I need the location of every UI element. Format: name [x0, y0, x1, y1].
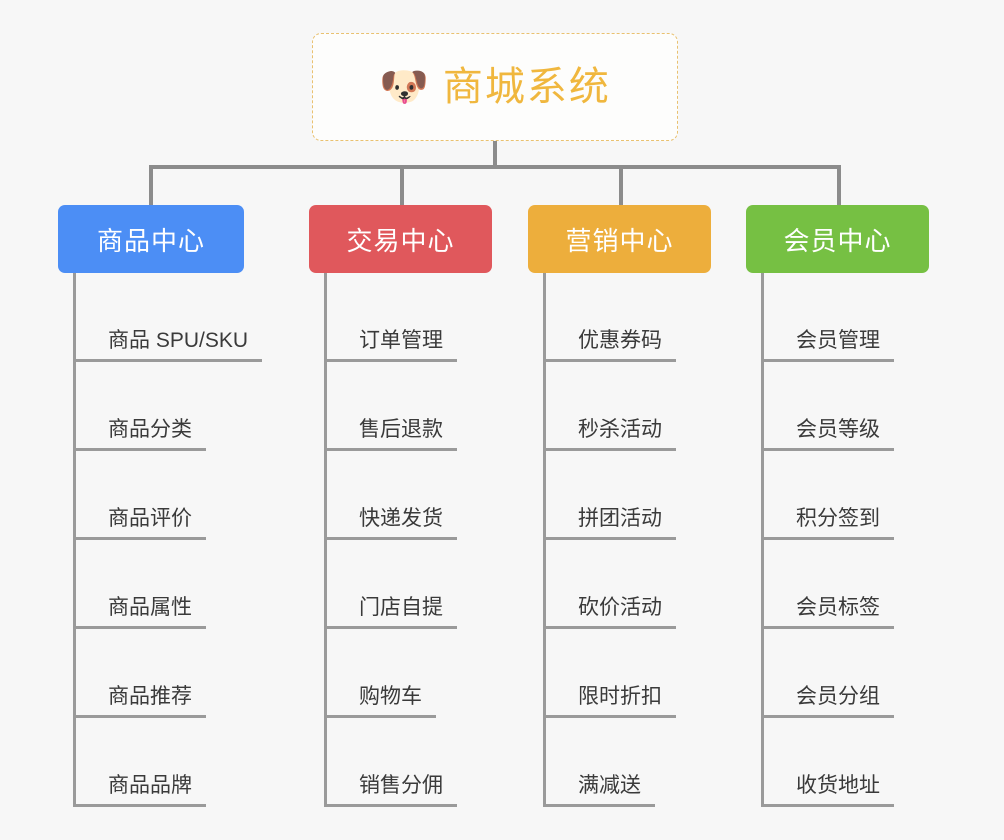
list-item[interactable]: 商品分类	[76, 362, 244, 451]
leaf-label: 商品 SPU/SKU	[76, 329, 263, 362]
leaf-label: 限时折扣	[546, 685, 676, 718]
list-item[interactable]: 销售分佣	[327, 718, 492, 807]
branch-column-trade: 交易中心 订单管理 售后退款 快递发货 门店自提 购物车 销售分佣	[309, 205, 492, 807]
leaf-label: 商品属性	[76, 596, 206, 629]
list-item[interactable]: 快递发货	[327, 451, 492, 540]
branch-header-marketing[interactable]: 营销中心	[528, 205, 711, 273]
leaf-label: 商品评价	[76, 507, 206, 540]
list-item[interactable]: 会员标签	[764, 540, 929, 629]
root-node[interactable]: 🐶 商城系统	[312, 33, 678, 141]
leaf-label: 砍价活动	[546, 596, 676, 629]
list-item[interactable]: 商品推荐	[76, 629, 244, 718]
branch-header-label: 交易中心	[346, 225, 455, 256]
leaf-label: 收货地址	[764, 774, 894, 807]
leaf-label: 满减送	[546, 774, 655, 807]
list-item[interactable]: 商品属性	[76, 540, 244, 629]
branch-header-label: 营销中心	[565, 225, 674, 256]
branch-header-member[interactable]: 会员中心	[746, 205, 929, 273]
leaf-label: 商品分类	[76, 418, 206, 451]
list-item[interactable]: 秒杀活动	[546, 362, 711, 451]
list-item[interactable]: 优惠券码	[546, 273, 711, 362]
leaf-list-product: 商品 SPU/SKU 商品分类 商品评价 商品属性 商品推荐 商品品牌	[73, 273, 263, 807]
list-item[interactable]: 购物车	[327, 629, 492, 718]
branch-header-trade[interactable]: 交易中心	[309, 205, 492, 273]
leaf-label: 会员标签	[764, 596, 894, 629]
connector-drop-branch-1	[149, 165, 153, 205]
list-item[interactable]: 订单管理	[327, 273, 492, 362]
list-item[interactable]: 砍价活动	[546, 540, 711, 629]
connector-horizontal-bus	[149, 165, 841, 169]
leaf-list-marketing: 优惠券码 秒杀活动 拼团活动 砍价活动 限时折扣 满减送	[543, 273, 711, 807]
list-item[interactable]: 会员分组	[764, 629, 929, 718]
branch-header-label: 会员中心	[783, 225, 892, 256]
leaf-label: 购物车	[327, 685, 436, 718]
leaf-label: 优惠券码	[546, 329, 676, 362]
list-item[interactable]: 满减送	[546, 718, 711, 807]
leaf-label: 商品推荐	[76, 685, 206, 718]
leaf-label: 销售分佣	[327, 774, 457, 807]
branch-column-member: 会员中心 会员管理 会员等级 积分签到 会员标签 会员分组 收货地址	[746, 205, 929, 807]
branch-header-product[interactable]: 商品中心	[58, 205, 244, 273]
dog-face-icon: 🐶	[379, 65, 429, 109]
list-item[interactable]: 售后退款	[327, 362, 492, 451]
connector-drop-branch-4	[837, 165, 841, 205]
branch-header-label: 商品中心	[96, 225, 205, 256]
list-item[interactable]: 积分签到	[764, 451, 929, 540]
list-item[interactable]: 门店自提	[327, 540, 492, 629]
leaf-label: 会员管理	[764, 329, 894, 362]
root-title: 商城系统	[442, 65, 611, 109]
list-item[interactable]: 限时折扣	[546, 629, 711, 718]
leaf-label: 秒杀活动	[546, 418, 676, 451]
leaf-list-trade: 订单管理 售后退款 快递发货 门店自提 购物车 销售分佣	[324, 273, 492, 807]
list-item[interactable]: 拼团活动	[546, 451, 711, 540]
leaf-label: 订单管理	[327, 329, 457, 362]
leaf-label: 会员分组	[764, 685, 894, 718]
list-item[interactable]: 收货地址	[764, 718, 929, 807]
list-item[interactable]: 会员管理	[764, 273, 929, 362]
list-item[interactable]: 商品 SPU/SKU	[76, 273, 263, 362]
leaf-label: 快递发货	[327, 507, 457, 540]
leaf-list-member: 会员管理 会员等级 积分签到 会员标签 会员分组 收货地址	[761, 273, 929, 807]
leaf-label: 会员等级	[764, 418, 894, 451]
leaf-label: 商品品牌	[76, 774, 206, 807]
branch-column-marketing: 营销中心 优惠券码 秒杀活动 拼团活动 砍价活动 限时折扣 满减送	[528, 205, 711, 807]
connector-drop-branch-3	[619, 165, 623, 205]
leaf-label: 售后退款	[327, 418, 457, 451]
leaf-label: 门店自提	[327, 596, 457, 629]
leaf-label: 积分签到	[764, 507, 894, 540]
connector-root-stem	[493, 141, 497, 168]
branch-column-product: 商品中心 商品 SPU/SKU 商品分类 商品评价 商品属性 商品推荐 商品品牌	[58, 205, 263, 807]
list-item[interactable]: 商品评价	[76, 451, 244, 540]
connector-drop-branch-2	[400, 165, 404, 205]
leaf-label: 拼团活动	[546, 507, 676, 540]
list-item[interactable]: 会员等级	[764, 362, 929, 451]
list-item[interactable]: 商品品牌	[76, 718, 244, 807]
